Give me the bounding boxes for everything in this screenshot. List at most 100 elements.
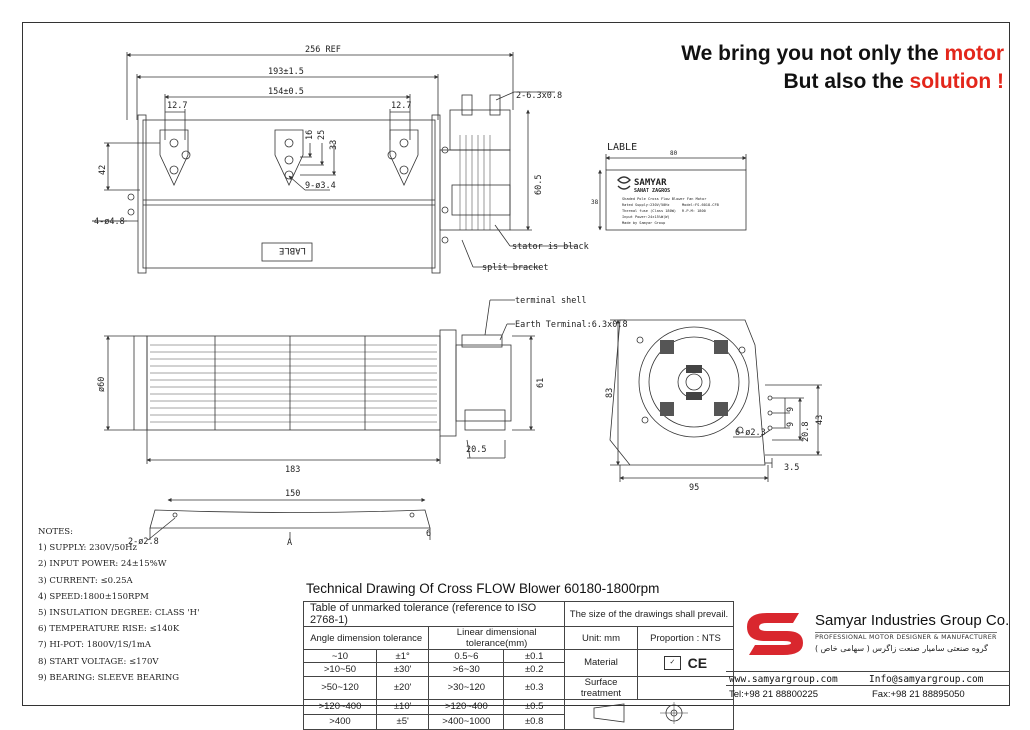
top-view [92,52,578,274]
dim-16: 16 [305,130,315,140]
note-item: 2) INPUT POWER: 24±15%W [38,559,167,570]
company-tel: Tel:+98 21 88800225 [729,689,819,700]
dim-42: 42 [98,165,108,175]
dim-20-5: 20.5 [466,445,486,455]
dim-3-5: 3.5 [784,463,799,473]
dim-256: 256 REF [305,45,341,55]
dim-9-upper: 9 [786,407,796,412]
side-view [104,299,535,464]
contact-divider [726,685,1010,686]
slogan-text: But also the [783,70,910,93]
label-box [261,242,313,262]
dim-193: 193±1.5 [268,67,304,77]
label-sheet-height: 38 [591,199,599,206]
label-line-4: Input Power:24±15%W(W) [622,215,670,219]
unit-cell: Unit: mm [564,626,638,650]
company-tagline: PROFESSIONAL MOTOR DESIGNER & MANUFACTUR… [815,632,997,641]
dim-9-lower: 9 [786,422,796,427]
drawing-title: Technical Drawing Of Cross FLOW Blower 6… [306,581,660,596]
note-terminal-shell: terminal shell [515,296,587,306]
tol-cell: ±0.3 [503,675,565,700]
dim-183: 183 [285,465,300,475]
notes-block: NOTES: 1) SUPPLY: 230V/50Hz 2) INPUT POW… [38,524,199,686]
dim-holes-9: 9-ø3.4 [305,181,336,191]
note-earth-terminal: Earth Terminal:6.3x0.8 [515,320,628,330]
label-line-2a: Rated Supply:230V/50Hz [622,203,670,207]
bottom-view [147,498,431,541]
label-sheet-width: 80 [670,150,678,157]
note-item: 6) TEMPERATURE RISE: ≤140K [38,624,180,635]
tol-cell: ±10' [375,698,430,715]
samyar-logo-icon [747,613,803,655]
tolerance-caption: Table of unmarked tolerance (reference t… [303,601,565,627]
dim-43: 43 [815,415,825,425]
tol-cell: >50~120 [303,675,377,700]
dim-150: 150 [285,489,300,499]
tol-cell: >10~50 [303,662,377,677]
ce-mark-icon: CE [687,654,708,671]
impeller-side [146,335,441,431]
company-name: Samyar Industries Group Co. [815,612,1010,629]
surface-cell: Surface treatment [564,675,638,700]
slogan-text: We bring you not only the [681,42,945,65]
angle-header: Angle dimension tolerance [302,626,430,650]
housing-end [609,319,766,466]
cert-stamp-icon: ✓ [663,655,681,670]
note-item: 1) SUPPLY: 230V/50Hz [38,543,138,554]
dim-2-holes: 2-ø2.8 [128,537,159,547]
tol-cell: ±0.5 [503,698,565,715]
tol-cell: ±0.1 [503,648,565,664]
dim-154: 154±0.5 [268,87,304,97]
company-email[interactable]: Info@samyargroup.com [869,674,984,685]
label-brand-sub: SANAT ZAGROS [634,188,670,194]
tol-cell: >30~120 [428,675,505,700]
slogan-line-2: But also the solution ! [784,70,1005,94]
slogan-highlight: motor [944,42,1005,65]
material-cell: Material [564,649,638,677]
tol-cell: ±0.8 [503,713,565,730]
tolerance-table: Table of unmarked tolerance (reference t… [302,601,734,730]
motor-side [455,344,512,422]
dim-12-7-left: 12.7 [167,101,187,111]
dim-a: A [287,538,292,548]
dim-20-8: 20.8 [801,422,811,442]
dim-25: 25 [317,130,327,140]
tol-cell: >120~400 [428,698,505,715]
label-line-3a: Thermal fuse (Class 180W) [622,209,676,213]
note-item: 5) INSULATION DEGREE: CLASS 'H' [38,608,200,619]
label-brand: SAMYAR [634,178,667,188]
tol-cell: ±5' [375,713,430,730]
cert-icons: ✓ CE [637,649,734,677]
label-box-text: LABLE [279,245,306,255]
dim-terminal: 2-6.3x0.8 [516,91,562,101]
label-sheet [598,154,747,231]
label-line-2b: Model:FS-6018-CFB [682,203,719,207]
contact-divider [726,671,1010,672]
tol-cell: ~10 [303,648,377,664]
linear-header: Linear dimensional tolerance(mm) [428,626,565,650]
note-item: 4) SPEED:1800±150RPM [38,591,149,602]
note-split-bracket: split bracket [482,263,549,273]
tol-cell: >400~1000 [428,713,505,730]
tol-cell: ±20' [375,675,430,700]
company-persian-name: گروه صنعتی سامیار صنعت زاگرس ( سهامی خاص… [815,644,988,653]
note-item: 7) HI-POT: 1800V/1S/1mA [38,640,152,651]
note-item: 9) BEARING: SLEEVE BEARING [38,672,180,683]
end-view [609,319,822,482]
label-line-3b: R.P.M: 1800 [682,209,706,213]
label-logo-icon [617,176,631,190]
slogan-line-1: We bring you not only the motor [681,42,1004,66]
dim-holes-4: 4-ø4.8 [94,217,125,227]
note-stator: stator is black [512,242,589,252]
label-sheet-box [605,169,747,231]
company-website[interactable]: www.samyargroup.com [729,674,838,685]
notes-title: NOTES: [38,527,73,537]
dim-12-7-right: 12.7 [391,101,411,111]
dim-60: ø60 [97,377,107,392]
slogan-highlight: solution ! [909,70,1004,93]
dim-33: 33 [329,140,339,150]
label-sheet-title: LABLE [607,142,637,153]
projection-symbol-icon [564,698,734,730]
tol-cell: >6~30 [428,662,505,677]
